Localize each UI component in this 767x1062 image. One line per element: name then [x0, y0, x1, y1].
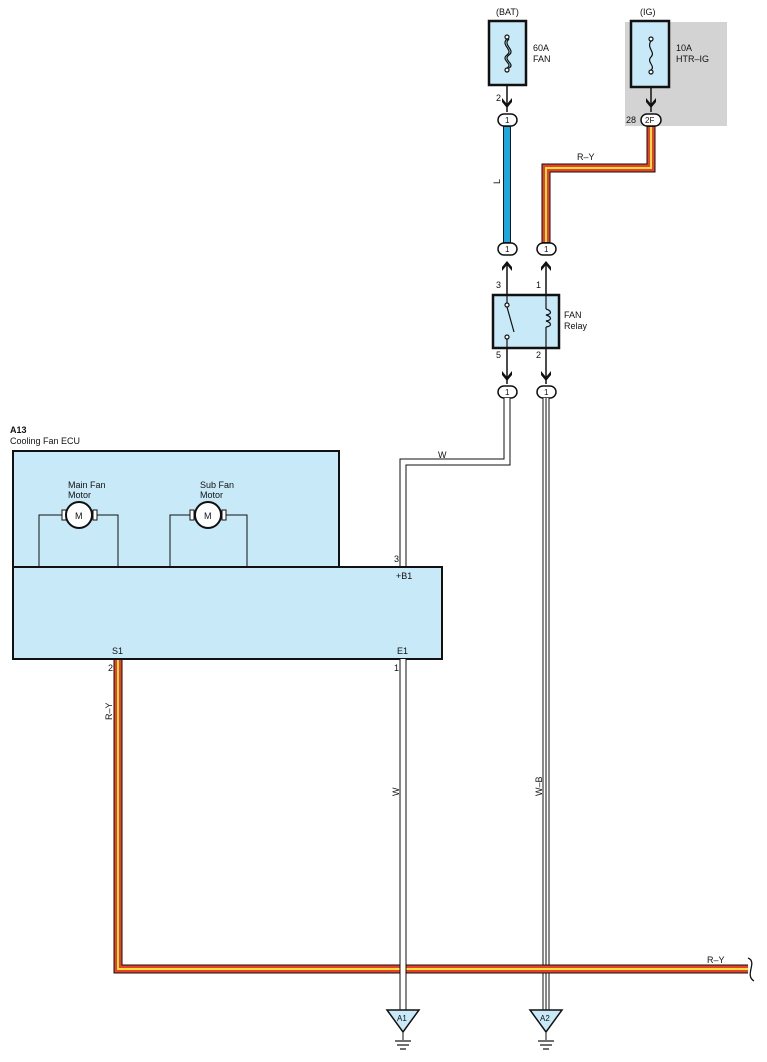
wire-label-w-top: W: [438, 450, 447, 460]
ig-fuse-name: HTR–IG: [676, 54, 709, 64]
ground-a1-icon: [385, 1009, 421, 1050]
bat-fuse-icon: [504, 34, 512, 73]
sub-motor-symbol: M: [204, 511, 212, 521]
wire-label-ry-s1: R–Y: [104, 702, 114, 720]
wire-ry-ig: [541, 126, 656, 243]
ecu-pin-s1-name: S1: [112, 646, 123, 656]
ecu-pin-b1-name: +B1: [396, 571, 412, 581]
relay-bottom-right-connector-pin: 1: [544, 388, 549, 397]
main-motor-label-line2: Motor: [68, 490, 91, 500]
relay-pin-3: 3: [496, 280, 501, 290]
fan-relay-box: [491, 293, 561, 350]
ig-connector-pin: 2F: [645, 116, 654, 125]
ecu-lower-box: [12, 566, 443, 660]
relay-top-left-connector: [497, 242, 518, 256]
relay-top-left-connector-pin: 1: [505, 245, 510, 254]
relay-pin-5: 5: [496, 350, 501, 360]
ig-fuse-out-pin: 28: [626, 115, 636, 125]
relay-pin-2: 2: [536, 350, 541, 360]
ig-fuse-rating: 10A: [676, 43, 692, 53]
relay-switch-icon: [504, 295, 515, 348]
main-motor-symbol: M: [75, 511, 83, 521]
relay-top-right-connector-pin: 1: [544, 245, 549, 254]
relay-name-line1: FAN: [564, 310, 582, 320]
ig-fuse-icon: [648, 36, 654, 75]
wire-label-l: L: [492, 179, 502, 184]
ecu-pin-e1-name: E1: [397, 646, 408, 656]
ecu-pin-s1-num: 2: [108, 663, 113, 673]
relay-pin-1: 1: [536, 280, 541, 290]
wire-label-w-bottom: W: [391, 787, 401, 796]
wire-break-symbol: [747, 957, 755, 982]
bat-connector-pin: 1: [505, 116, 510, 125]
ground-a2-icon: [528, 1009, 564, 1050]
ecu-upper-box: [12, 450, 340, 568]
bat-fuse-rating: 60A: [533, 43, 549, 53]
main-fan-motor-icon: [38, 501, 119, 567]
wire-ry-s1: [113, 659, 748, 974]
wire-w-relay-ecu: [399, 398, 511, 567]
ecu-pin-b1-num: 3: [394, 554, 399, 564]
ecu-name: Cooling Fan ECU: [10, 436, 80, 446]
ig-fuse-box: [629, 19, 671, 89]
ig-supply-label: (IG): [640, 7, 656, 17]
ecu-pin-e1-num: 1: [394, 663, 399, 673]
relay-name-line2: Relay: [564, 321, 588, 331]
sub-fan-motor-icon: [169, 501, 248, 567]
bat-fuse-out-pin: 2: [496, 93, 501, 103]
wire-label-ry-top: R–Y: [577, 152, 595, 162]
main-motor-label-line1: Main Fan: [68, 480, 106, 490]
ground-a1-label: A1: [397, 1014, 407, 1023]
sub-motor-label-line1: Sub Fan: [200, 480, 234, 490]
sub-motor-label-line2: Motor: [200, 490, 223, 500]
bat-fuse-name: FAN: [533, 54, 551, 64]
relay-bottom-left-connector-pin: 1: [505, 388, 510, 397]
relay-coil-icon: [545, 295, 552, 348]
relay-top-right-connector: [536, 242, 557, 256]
bat-fuse-box: [487, 19, 528, 87]
ground-a2-label: A2: [540, 1014, 550, 1023]
wire-label-ry-bottom: R–Y: [707, 955, 725, 965]
bat-supply-label: (BAT): [496, 7, 519, 17]
ecu-code: A13: [10, 425, 27, 435]
wire-label-wb: W–B: [534, 776, 544, 796]
